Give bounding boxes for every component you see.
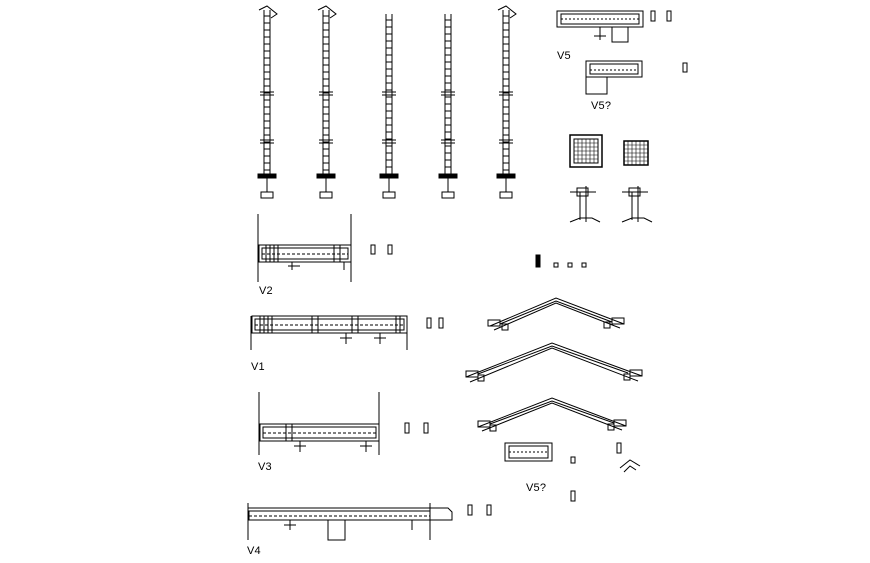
roof-truss-1 — [487, 297, 625, 331]
label-v5-bottom: V5? — [526, 482, 547, 494]
roof-truss-3 — [477, 397, 627, 432]
column-cross-sections — [569, 134, 649, 168]
column-elevation — [379, 14, 399, 199]
label-v2: V2 — [259, 285, 273, 297]
column-elevation — [316, 5, 337, 199]
beam-v3 — [258, 392, 429, 455]
column-elevations — [257, 5, 517, 199]
beam-v1 — [250, 315, 444, 350]
beam-v2 — [257, 214, 393, 282]
label-v3: V3 — [258, 461, 272, 473]
column-base-details — [569, 186, 653, 223]
section-v5 — [556, 10, 672, 43]
bar-marks-mid — [535, 254, 587, 268]
label-v1: V1 — [251, 361, 265, 373]
beam-v4 — [247, 503, 492, 541]
section-v5-bottom — [504, 442, 641, 502]
column-elevation — [496, 5, 517, 199]
column-elevation — [257, 5, 278, 199]
section-v5-alt — [585, 60, 688, 95]
label-v5-alt: V5? — [591, 100, 612, 112]
label-v5: V5 — [557, 50, 571, 62]
column-elevation — [438, 14, 458, 199]
label-v4: V4 — [247, 545, 261, 557]
roof-truss-2 — [465, 342, 643, 383]
